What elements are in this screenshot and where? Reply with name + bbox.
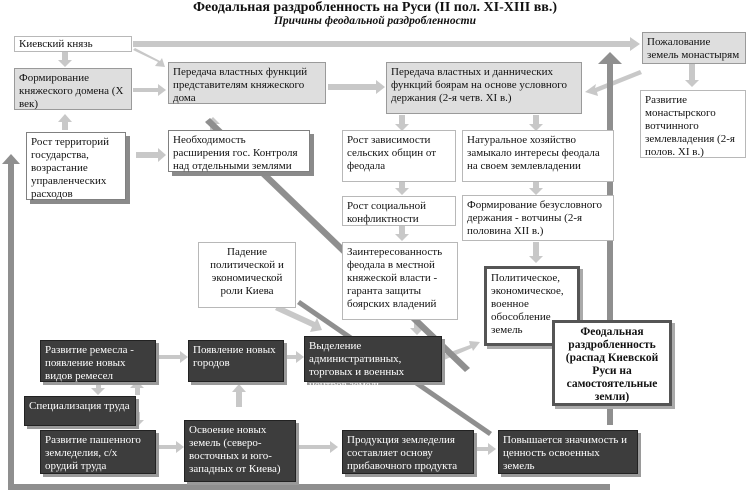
box-transfer-reps: Передача властных функций представителям… <box>168 62 326 104</box>
arrow-monasteries-land <box>685 64 699 87</box>
box-kiev-fall: Падение политической и экономической рол… <box>198 242 296 308</box>
box-crafts: Развитие ремесла - появление новых видов… <box>40 340 156 382</box>
box-territory-growth: Рост территорий государства, возрастание… <box>26 132 126 200</box>
arrow-kievfall-centers <box>275 305 322 332</box>
box-community-dependence: Рост зависимости сельских общин от феода… <box>342 130 456 182</box>
box-monasteries-grant: Пожалование земель монастырям <box>642 32 746 64</box>
arrow-cities-centers <box>286 351 304 363</box>
arrow-crafts-spec <box>91 381 105 395</box>
box-centers: Выделение административных, торговых и в… <box>304 336 442 391</box>
box-domain: Формирование княжеского домена (X век) <box>14 68 132 110</box>
arrow-lands-cities <box>232 384 246 407</box>
box-specialization: Специализация труда <box>24 396 136 426</box>
arrow-natural-votchina <box>529 180 543 195</box>
box-kiev-prince: Киевский князь <box>14 36 132 52</box>
arrow-territory-domain <box>58 114 72 130</box>
arrow-prince-domain <box>58 52 72 67</box>
arrow-conflict-interest <box>395 225 409 241</box>
arrow-domain-reps <box>133 84 166 96</box>
page-title: Феодальная раздробленность на Руси (II п… <box>192 0 558 15</box>
arrow-boyars-natural <box>529 115 543 131</box>
arrow-agriculture-lands <box>158 441 184 453</box>
box-natural-economy: Натуральное хозяйство замыкало интересы … <box>462 130 614 182</box>
arrow-territory-control <box>136 148 166 162</box>
box-new-lands: Освоение новых земель (северо-восточных … <box>184 420 296 482</box>
arrow-monasteries-boyars <box>585 70 642 96</box>
arrow-votchina-isolation <box>529 242 543 263</box>
arrow-prince-reps <box>133 48 165 67</box>
arrow-surplus-value <box>476 443 496 455</box>
arrow-boyars-community <box>395 115 409 131</box>
box-surplus: Продукция земледелия составляет основу п… <box>342 430 474 474</box>
arrow-community-conflict <box>395 181 409 195</box>
box-votchina: Формирование безусловного держания - вот… <box>462 195 614 241</box>
arrow-spec-crafts <box>130 381 144 395</box>
box-new-cities: Появление новых городов <box>188 340 284 382</box>
box-transfer-boyars: Передача властных и даннических функций … <box>386 62 582 114</box>
box-feudal-interest: Заинтересованность феодала в местной кня… <box>342 242 458 320</box>
arrow-lands-surplus <box>298 441 338 453</box>
box-land-value: Повышается значимость и ценность освоенн… <box>498 430 638 474</box>
arrow-crafts-cities <box>158 351 188 363</box>
page-subtitle: Причины феодальной раздробленности <box>273 15 477 27</box>
arrow-interest-centers <box>410 322 424 335</box>
arrow-reps-boyars <box>328 80 385 94</box>
box-control-need: Необходимость расширения гос. Контроля н… <box>168 130 310 172</box>
box-monastic-land: Развитие монастырского вотчинного землев… <box>640 90 746 158</box>
box-agriculture: Развитие пашенного земледелия, с/х оруди… <box>40 430 156 474</box>
arrow-prince-monasteries <box>133 37 640 51</box>
box-fragmentation: Феодальная раздробленность (распад Киевс… <box>552 320 672 406</box>
box-social-conflict: Рост социальной конфликтности <box>342 196 456 226</box>
